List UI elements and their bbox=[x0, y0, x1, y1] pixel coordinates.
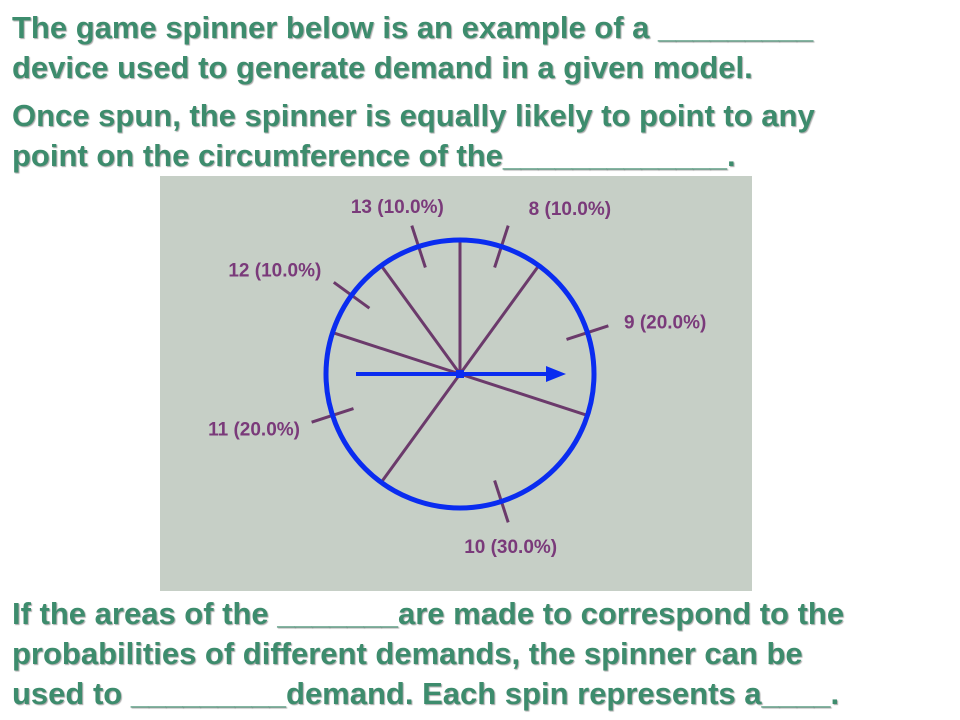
spinner-label-12: 12 (10.0%) bbox=[228, 261, 321, 282]
arrow-right-icon bbox=[546, 366, 566, 382]
intro-line-2: device used to generate demand in a give… bbox=[12, 50, 753, 85]
spinner-label-11: 11 (20.0%) bbox=[208, 420, 300, 441]
spinner-circle bbox=[323, 237, 597, 511]
intro-line-4: point on the circumference of the_______… bbox=[12, 138, 736, 173]
spinner-diagram: 8 (10.0%) 9 (20.0%) 10 (30.0%) 11 (20.0%) 12… bbox=[208, 197, 706, 558]
spinner-divider-11 bbox=[380, 373, 462, 484]
spinner-panel: 8 (10.0%) 9 (20.0%) 10 (30.0%) 11 (20.0%) 12… bbox=[160, 176, 752, 591]
spinner-divider-9 bbox=[458, 264, 540, 375]
outro-line-2: probabilities of different demands, the … bbox=[12, 636, 803, 671]
outro-line-1: If the areas of the _______are made to c… bbox=[12, 596, 845, 631]
spinner-divider-13 bbox=[380, 264, 462, 375]
spinner-label-13: 13 (10.0%) bbox=[351, 197, 444, 218]
intro-statement: Once spun, the spinner is equally likely… bbox=[12, 96, 815, 176]
outro-statement: If the areas of the _______are made to c… bbox=[12, 594, 844, 714]
spinner-divider-12 bbox=[332, 331, 461, 376]
spinner-label-8: 8 (10.0%) bbox=[529, 199, 611, 220]
spinner-label-10: 10 (30.0%) bbox=[464, 537, 557, 558]
spinner-label-9: 9 (20.0%) bbox=[624, 312, 706, 333]
intro-line-3: Once spun, the spinner is equally likely… bbox=[12, 98, 815, 133]
spinner-divider-10 bbox=[459, 372, 588, 417]
outro-line-3: used to _________demand. Each spin repre… bbox=[12, 676, 840, 711]
intro-question: The game spinner below is an example of … bbox=[12, 8, 813, 88]
spinner-hub bbox=[456, 370, 464, 378]
intro-line-1: The game spinner below is an example of … bbox=[12, 10, 814, 45]
